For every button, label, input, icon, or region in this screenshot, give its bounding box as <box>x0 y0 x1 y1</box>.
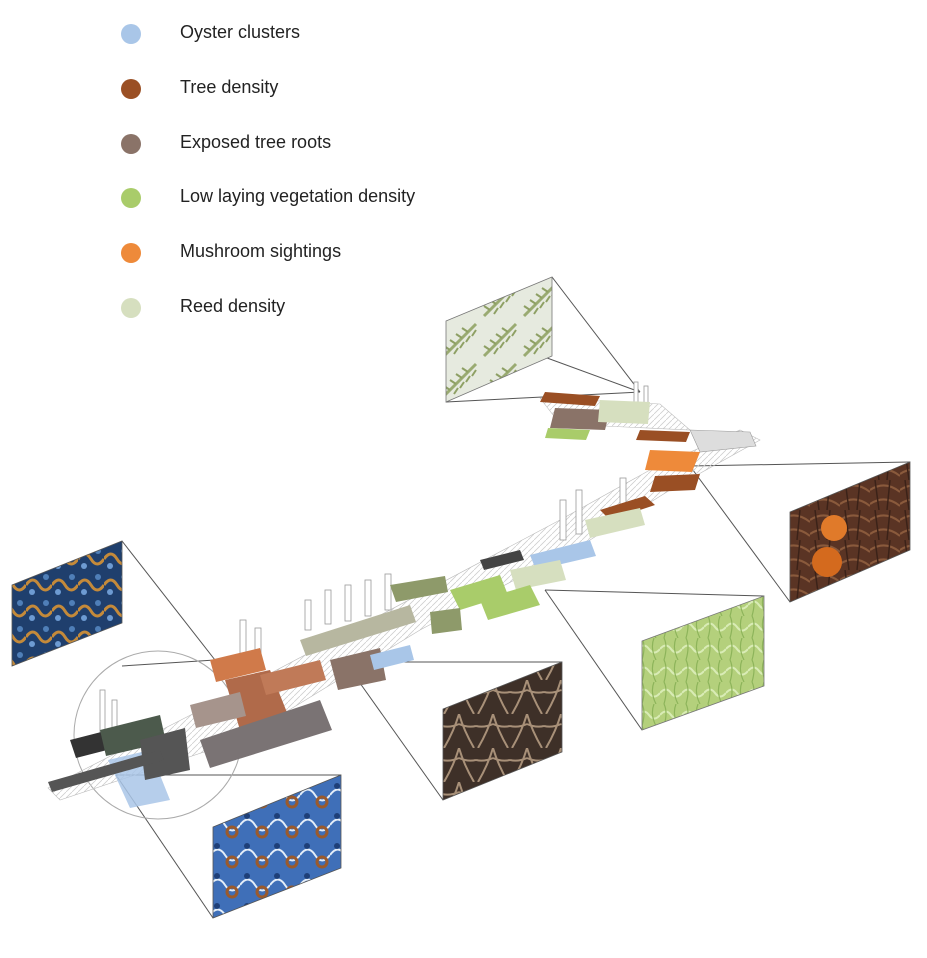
legend-label: Low laying vegetation density <box>180 186 416 206</box>
mushroom-cap-1 <box>821 515 847 541</box>
legend-item-mushroom-sightings: Mushroom sightings <box>118 237 478 267</box>
legend-item-low-vegetation: Low laying vegetation density <box>118 182 478 212</box>
data-patches <box>48 392 700 808</box>
mushroom-cap-2 <box>812 547 842 577</box>
low-vegetation-dot-icon <box>121 188 141 208</box>
oyster-cluster-photo-bottom <box>212 774 342 919</box>
oyster-clusters-dot-icon <box>121 24 141 44</box>
oyster-cluster-photo-left <box>11 540 123 667</box>
legend-label: Mushroom sightings <box>180 241 342 261</box>
legend-label: Oyster clusters <box>180 22 301 42</box>
legend-label: Reed density <box>180 296 286 316</box>
low-vegetation-photo <box>641 595 765 731</box>
reed-density-dot-icon <box>121 298 141 318</box>
exposed-roots-photo <box>442 661 563 801</box>
legend-item-oyster-clusters: Oyster clusters <box>118 18 478 48</box>
tree-density-dot-icon <box>121 79 141 99</box>
mushroom-dot-icon <box>121 243 141 263</box>
mushroom-photo <box>789 461 911 603</box>
legend-item-reed-density: Reed density <box>118 292 478 322</box>
photo-panels <box>11 276 911 919</box>
exposed-roots-dot-icon <box>121 134 141 154</box>
legend-label: Tree density <box>180 77 279 97</box>
reed-density-photo <box>445 276 553 403</box>
legend-label: Exposed tree roots <box>180 132 332 152</box>
legend-item-tree-density: Tree density <box>118 73 478 103</box>
legend-item-exposed-tree-roots: Exposed tree roots <box>118 128 478 158</box>
